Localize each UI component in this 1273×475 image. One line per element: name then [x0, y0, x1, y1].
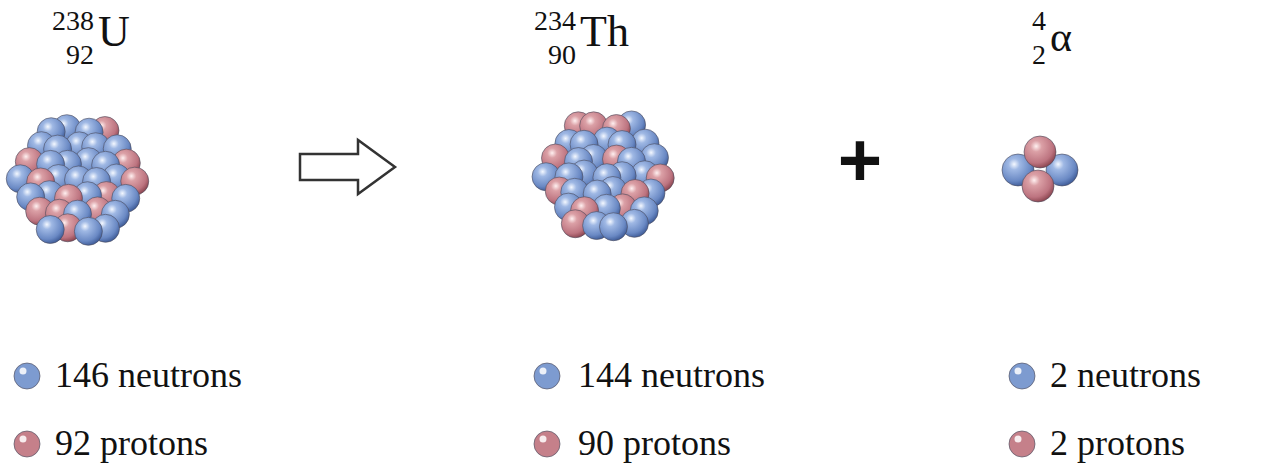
uranium-nucleus: [6, 115, 148, 246]
particle-symbol: α: [1050, 14, 1072, 60]
legend-label: 92 protons: [55, 424, 208, 464]
legend-label: 90 protons: [578, 424, 731, 464]
swatch-fill: [1009, 431, 1035, 457]
swatch-highlight: [20, 436, 27, 443]
legend-swatch: [1007, 361, 1037, 391]
mass-number: 238: [52, 6, 94, 37]
swatch-highlight: [20, 368, 27, 375]
legend-label: 2 protons: [1050, 424, 1185, 464]
mass-number: 234: [534, 6, 576, 37]
decay-arrow: [300, 140, 395, 194]
swatch-fill: [534, 363, 560, 389]
swatch-highlight: [1015, 436, 1022, 443]
alpha-particle: [1002, 136, 1078, 202]
swatch-ball: [12, 361, 42, 391]
plus-sign: +: [838, 118, 882, 202]
legend-label: 146 neutrons: [55, 356, 242, 396]
thorium-nucleus: [532, 111, 674, 241]
atomic-number: 90: [548, 40, 576, 71]
atomic-number: 2: [1032, 40, 1046, 71]
legend-swatch: [1007, 429, 1037, 459]
swatch-ball: [12, 429, 42, 459]
element-symbol: U: [98, 8, 130, 56]
neutron-ball: [74, 217, 102, 245]
swatch-highlight: [540, 436, 547, 443]
swatch-ball: [532, 429, 562, 459]
mass-number: 4: [1032, 6, 1046, 37]
swatch-ball: [1007, 429, 1037, 459]
swatch-highlight: [1015, 368, 1022, 375]
swatch-fill: [14, 363, 40, 389]
legend-label: 2 neutrons: [1050, 356, 1201, 396]
swatch-fill: [1009, 363, 1035, 389]
proton-ball: [1024, 136, 1056, 168]
atomic-number: 92: [66, 40, 94, 71]
legend-swatch: [532, 429, 562, 459]
swatch-ball: [532, 361, 562, 391]
swatch-ball: [1007, 361, 1037, 391]
neutron-ball: [599, 213, 627, 241]
legend-swatch: [532, 361, 562, 391]
legend-swatch: [12, 429, 42, 459]
swatch-fill: [14, 431, 40, 457]
proton-ball: [1022, 170, 1054, 202]
swatch-highlight: [540, 368, 547, 375]
swatch-fill: [534, 431, 560, 457]
element-symbol: Th: [580, 8, 629, 56]
legend-label: 144 neutrons: [578, 356, 765, 396]
legend-swatch: [12, 361, 42, 391]
neutron-ball: [36, 215, 64, 243]
